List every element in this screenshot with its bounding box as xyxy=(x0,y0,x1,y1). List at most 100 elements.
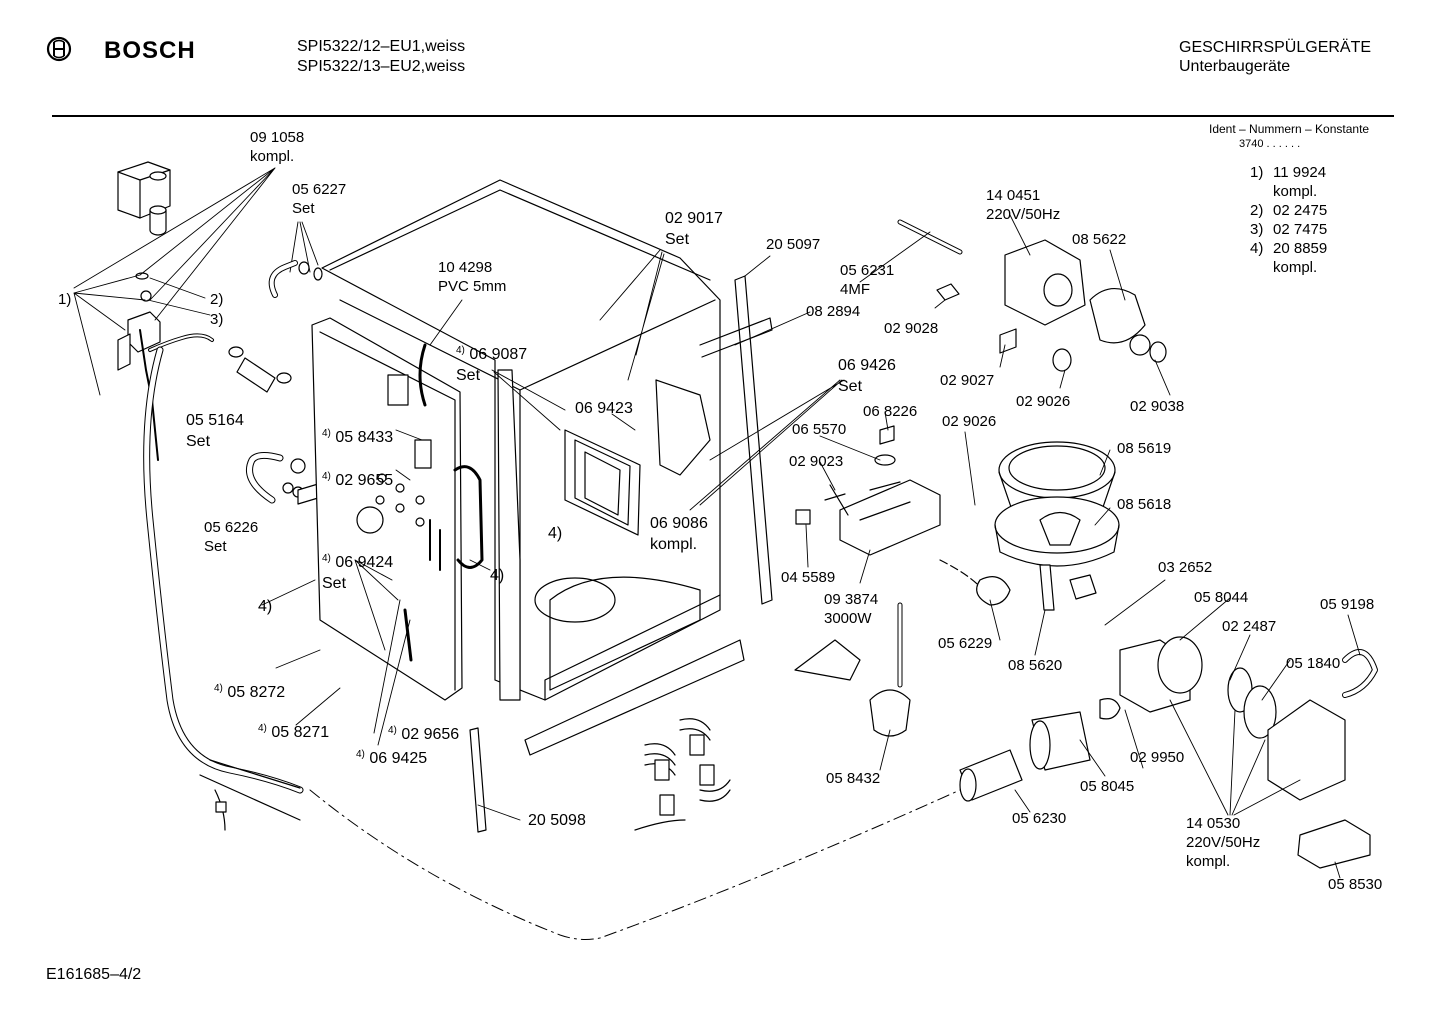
sump-filter xyxy=(976,441,1120,611)
part-label-line: 08 5620 xyxy=(1008,657,1063,674)
part-label: 04 5589 xyxy=(781,568,835,587)
part-label-line: 4) 06 9424 xyxy=(322,548,393,573)
part-label: 02 9026 xyxy=(1016,392,1070,411)
part-label: 08 2894 xyxy=(806,302,860,321)
part-label-line: 4) xyxy=(548,525,563,542)
part-label: 4) xyxy=(548,523,562,544)
valve-leaders xyxy=(73,167,319,396)
part-label-line: 3) xyxy=(210,311,224,328)
dispenser xyxy=(564,379,711,536)
part-label-line: 14 0530 xyxy=(1186,815,1241,832)
part-label-line: 06 9086 xyxy=(650,515,708,532)
part-label-line: Set xyxy=(186,433,211,450)
part-label-line: 4) 02 9656 xyxy=(388,720,459,745)
part-label-line: 05 8044 xyxy=(1194,589,1249,606)
ident-value: 3740 . . . . . . xyxy=(1239,138,1301,150)
part-label-line: 4) xyxy=(258,598,273,615)
footnote-marker: 4) xyxy=(322,428,331,439)
part-number: 06 9424 xyxy=(335,554,394,571)
tub-body xyxy=(321,179,721,701)
part-label: 08 5618 xyxy=(1117,495,1171,514)
part-label-line: 08 5618 xyxy=(1117,496,1172,513)
part-label: 4) 05 8433 xyxy=(322,423,393,448)
part-label: 05 8432 xyxy=(826,769,880,788)
part-label-line: Set xyxy=(204,538,227,555)
part-label-line: 06 9423 xyxy=(575,400,633,417)
part-label-line: 05 5164 xyxy=(186,412,244,429)
part-number: 02 9655 xyxy=(335,472,394,489)
part-label: 4) 05 8272 xyxy=(214,678,285,703)
part-label: 03 2652 xyxy=(1158,558,1212,577)
part-label: 4) 06 9425 xyxy=(356,744,427,769)
part-label-line: 220V/50Hz xyxy=(986,206,1061,223)
part-label-line: 02 9017 xyxy=(665,210,723,227)
part-label-line: 02 2487 xyxy=(1222,618,1277,635)
door-panel xyxy=(311,317,463,701)
part-label-line: 06 8226 xyxy=(863,403,918,420)
part-label-line: 4) 02 9655 xyxy=(322,466,393,491)
bosch-logo xyxy=(46,36,72,67)
ident-title: Ident – Nummern – Konstante xyxy=(1209,122,1370,136)
footnote-marker: 4) xyxy=(214,683,223,694)
footnote-marker: 4) xyxy=(322,553,331,564)
part-label-line: 2) xyxy=(210,291,224,308)
footnote-marker: 4) xyxy=(356,749,365,760)
drain-pump xyxy=(959,636,1378,869)
part-label: 4) 05 8271 xyxy=(258,718,329,743)
center-leaders xyxy=(261,249,845,821)
category-subtitle: Unterbaugeräte xyxy=(1179,58,1291,75)
part-label-line: 05 6229 xyxy=(938,635,993,652)
part-label-line: 4) 05 8272 xyxy=(214,678,285,703)
part-label-line: 05 9198 xyxy=(1320,596,1375,613)
part-label: 05 8044 xyxy=(1194,588,1248,607)
part-label-line: 08 5619 xyxy=(1117,440,1172,457)
category-title: GESCHIRRSPÜLGERÄTE xyxy=(1179,39,1372,56)
part-label-line: 09 1058 xyxy=(250,129,305,146)
part-label-line: 02 9028 xyxy=(884,320,939,337)
part-label-line: 05 6230 xyxy=(1012,810,1067,827)
part-label: 02 9027 xyxy=(940,371,994,390)
part-label: 20 5098 xyxy=(528,810,586,831)
ident-value-line: 11 9924 xyxy=(1273,164,1327,181)
part-label: 06 8226 xyxy=(863,402,917,421)
part-label-line: 04 5589 xyxy=(781,569,836,586)
part-label-line: 4) 05 8271 xyxy=(258,718,329,743)
part-label-line: 06 9426 xyxy=(838,357,896,374)
part-label-line: kompl. xyxy=(1186,853,1231,870)
circulation-pump xyxy=(897,219,1167,372)
ident-key: 4) xyxy=(1250,240,1264,257)
part-label: 05 1840 xyxy=(1286,654,1340,673)
part-label: 4) 02 9655 xyxy=(322,466,393,491)
footnote-marker: 4) xyxy=(456,345,465,356)
part-label-line: 02 9038 xyxy=(1130,398,1185,415)
part-label-line: 3000W xyxy=(824,610,872,627)
header-rule xyxy=(52,115,1394,117)
ident-key: 1) xyxy=(1250,164,1264,181)
inlet-valve-group xyxy=(117,161,214,461)
door-seal xyxy=(453,369,521,701)
part-label-line: 1) xyxy=(58,291,72,308)
document-id: E161685–4/2 xyxy=(46,966,142,983)
ident-value-line: 02 7475 xyxy=(1273,221,1328,238)
part-label-line: 05 6226 xyxy=(204,519,259,536)
part-label-line: 02 9023 xyxy=(789,453,844,470)
part-label: 05 9198 xyxy=(1320,595,1374,614)
ident-value-line: kompl. xyxy=(1273,183,1318,200)
part-label-line: 05 6231 xyxy=(840,262,895,279)
part-label-line: 4) 06 9087 xyxy=(456,340,527,365)
part-label: 02 9028 xyxy=(884,319,938,338)
part-label: 06 5570 xyxy=(792,420,846,439)
ident-value-line: kompl. xyxy=(1273,259,1318,276)
part-label: 3) xyxy=(210,310,223,329)
part-label-line: 20 5098 xyxy=(528,812,586,829)
part-label-line: kompl. xyxy=(650,536,698,553)
part-label-line: 05 1840 xyxy=(1286,655,1341,672)
bosch-armature-icon xyxy=(46,36,72,62)
part-number: 05 8271 xyxy=(271,724,330,741)
part-label-line: 03 2652 xyxy=(1158,559,1213,576)
